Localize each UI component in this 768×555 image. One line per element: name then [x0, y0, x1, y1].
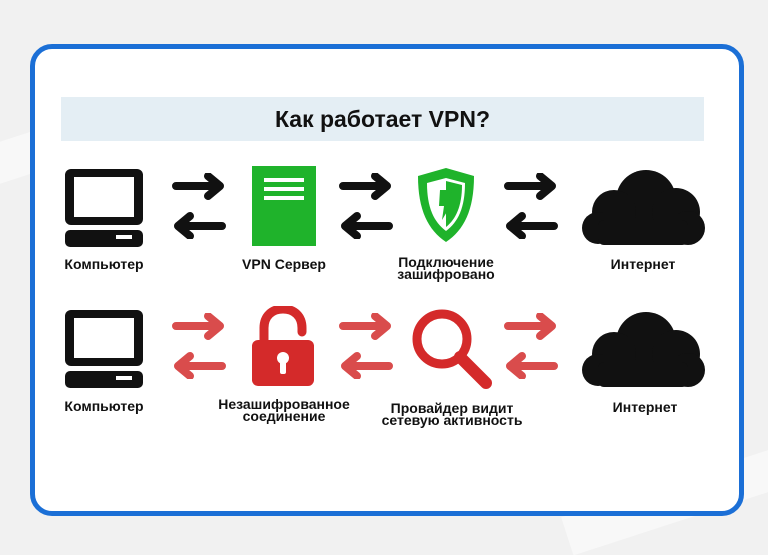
bidirectional-arrows-icon — [339, 173, 393, 239]
computer-icon — [65, 310, 143, 388]
diagram-title: Как работает VPN? — [61, 97, 704, 141]
computer-icon — [65, 169, 143, 247]
unlocked-padlock-icon — [252, 306, 314, 386]
unencrypted-connection-label-line2: соединение — [242, 408, 326, 424]
encrypted-connection-label-line2: зашифровано — [397, 266, 495, 282]
internet-label: Интернет — [612, 399, 678, 415]
internet-node-vpn — [580, 168, 706, 246]
provider-sees-activity-label-line2: сетевую активность — [381, 412, 523, 428]
provider-sees-activity-label-line1: Провайдер видит — [390, 400, 514, 416]
magnifier-icon — [412, 309, 492, 389]
vpn-server-label: VPN Сервер — [242, 256, 326, 272]
computer-node-vpn — [63, 167, 145, 249]
bidirectional-arrows-red-icon — [172, 313, 226, 379]
bidirectional-arrows-icon — [504, 173, 558, 239]
vpn-server-node — [252, 166, 316, 246]
bidirectional-arrows-red-icon — [339, 313, 393, 379]
computer-label: Компьютер — [64, 256, 144, 272]
encrypted-connection-label-line1: Подключение — [398, 254, 494, 270]
computer-node-novpn — [63, 308, 145, 390]
internet-label: Интернет — [610, 256, 676, 272]
computer-label: Компьютер — [64, 398, 144, 414]
unencrypted-connection-label-line1: Незашифрованное — [218, 396, 350, 412]
server-icon — [252, 166, 316, 246]
shield-icon — [418, 168, 474, 242]
bidirectional-arrows-icon — [172, 173, 226, 239]
internet-node-novpn — [580, 310, 706, 388]
provider-sees-activity-node — [410, 307, 494, 391]
cloud-icon — [582, 170, 705, 245]
cloud-icon — [582, 312, 705, 387]
encrypted-connection-node — [414, 166, 478, 244]
bidirectional-arrows-red-icon — [504, 313, 558, 379]
unencrypted-connection-node — [250, 306, 316, 388]
